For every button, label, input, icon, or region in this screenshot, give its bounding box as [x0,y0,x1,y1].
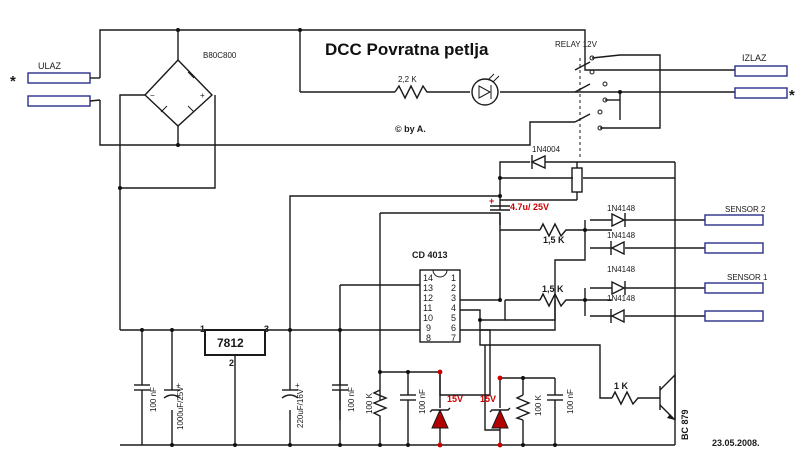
ic-label: CD 4013 [412,250,448,260]
sensor2-connector: SENSOR 2 [704,205,766,254]
svg-text:8: 8 [426,333,431,343]
svg-text:2,2 K: 2,2 K [398,75,417,84]
svg-text:100 K: 100 K [534,394,543,416]
capacitor-c1: 100 nF [134,384,158,412]
capacitor-c4: 100 nF [332,384,356,412]
sensor2-label: SENSOR 2 [725,205,766,214]
svg-text:100 K: 100 K [365,392,374,414]
svg-text:7: 7 [451,333,456,343]
svg-text:RELAY 12V: RELAY 12V [555,40,598,49]
relay: RELAY 12V [500,40,621,201]
svg-text:12: 12 [423,293,433,303]
zener-left: 15V [429,394,463,429]
svg-text:7812: 7812 [217,336,244,350]
sensor1-label: SENSOR 1 [727,273,768,282]
capacitor-4-7u: + 4.7u/ 25V [489,196,549,212]
svg-text:1,5 K: 1,5 K [542,284,564,294]
svg-text:100 nF: 100 nF [566,389,575,414]
svg-text:13: 13 [423,283,433,293]
capacitor-100nf-right: 100 nF [547,389,575,414]
zener-right: 15V [480,394,511,429]
output-connector: IZLAZ * [734,53,795,104]
svg-text:4: 4 [451,303,456,313]
transistor-bc879: BC 879 [659,386,690,440]
input-label: ULAZ [38,61,62,71]
svg-text:10: 10 [423,313,433,323]
svg-text:2: 2 [451,283,456,293]
capacitor-c3: + 220uF/16V [281,381,305,428]
svg-text:15V: 15V [447,394,463,404]
svg-text:1,5 K: 1,5 K [543,235,565,245]
svg-text:1N4148: 1N4148 [607,294,636,303]
svg-text:+: + [176,381,181,390]
svg-text:+: + [200,91,205,100]
resistor-100k-left: 100 K [365,389,388,420]
sensor1-connector: SENSOR 1 [704,273,768,322]
bridge-rectifier: − + B80C800 [144,51,237,127]
svg-text:+: + [295,381,300,390]
svg-text:100 nF: 100 nF [149,387,158,412]
output-star: * [789,87,795,104]
resistor-1-5k-sensor1: 1,5 K [539,284,568,308]
diode-1n4148-a: 1N4148 [607,204,636,228]
diode-1n4004: 1N4004 [530,145,561,170]
diagram-title: DCC Povratna petlja [325,40,489,59]
resistor-100k-right: 100 K [515,394,543,421]
svg-text:1 K: 1 K [614,381,629,391]
resistor-2-2k: 2,2 K [394,75,430,100]
svg-text:11: 11 [423,303,432,313]
svg-text:100 nF: 100 nF [347,387,356,412]
led [471,73,500,106]
svg-text:1N4004: 1N4004 [532,145,561,154]
svg-text:1N4148: 1N4148 [607,265,636,274]
svg-text:1: 1 [200,324,205,334]
svg-text:−: − [150,91,155,100]
svg-text:100 nF: 100 nF [418,389,427,414]
diode-1n4148-c: 1N4148 [607,265,636,296]
regulator-7812: 7812 1 3 2 [200,324,269,368]
ic-cd4013: CD 4013 14 13 12 11 10 9 8 1 2 3 4 5 6 7 [412,250,461,343]
input-star: * [10,73,16,90]
resistor-1k: 1 K [611,381,640,406]
svg-text:5: 5 [451,313,456,323]
output-label: IZLAZ [742,53,767,63]
svg-text:15V: 15V [480,394,496,404]
svg-text:1N4148: 1N4148 [607,204,636,213]
svg-text:6: 6 [451,323,456,333]
capacitor-c2: + 1000uF/25V [163,381,185,430]
svg-text:3: 3 [264,324,269,334]
svg-text:1: 1 [451,273,456,283]
junction-dots [118,28,622,448]
credit: © by A. [395,124,426,134]
svg-text:+: + [489,196,494,206]
svg-text:2: 2 [229,358,234,368]
svg-text:3: 3 [451,293,456,303]
svg-text:BC 879: BC 879 [680,409,690,440]
resistor-1-5k-sensor2: 1,5 K [539,222,568,245]
bridge-label: B80C800 [203,51,237,60]
svg-text:9: 9 [426,323,431,333]
diode-1n4148-b: 1N4148 [607,231,636,256]
svg-text:1N4148: 1N4148 [607,231,636,240]
capacitor-100nf-left: 100 nF [400,389,427,414]
svg-text:14: 14 [423,273,433,283]
wiring [99,29,735,446]
svg-text:4.7u/ 25V: 4.7u/ 25V [510,202,549,212]
svg-text:1000uF/25V: 1000uF/25V [176,386,185,430]
input-connector: ULAZ * [10,61,101,107]
diode-1n4148-d: 1N4148 [607,294,636,324]
date: 23.05.2008. [712,438,760,448]
svg-text:220uF/16V: 220uF/16V [296,388,305,428]
